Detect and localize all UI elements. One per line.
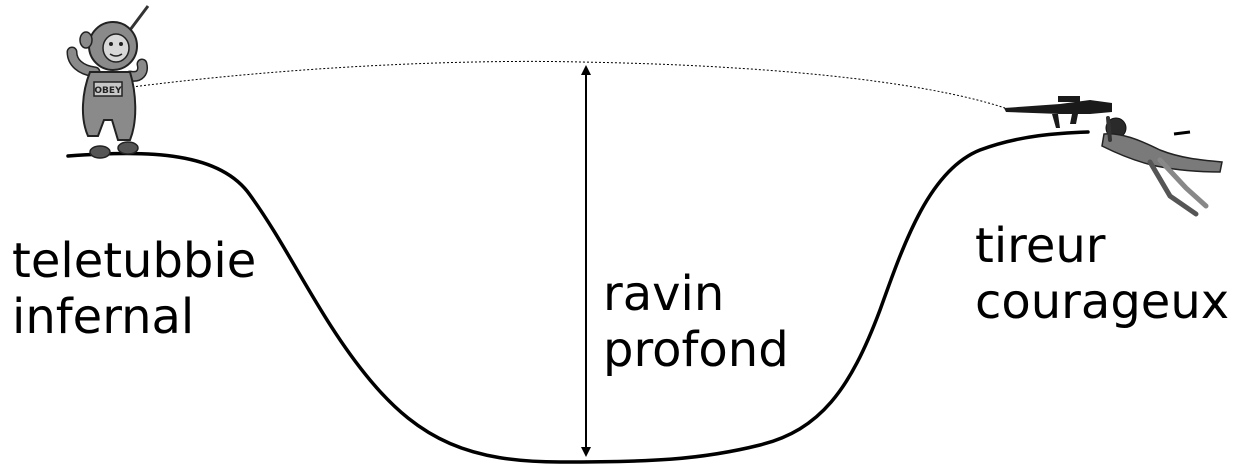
foot-left xyxy=(89,145,111,159)
sniper-dash xyxy=(1173,130,1191,136)
badge-text: OBEY xyxy=(94,86,122,96)
eye-left xyxy=(109,42,113,46)
face xyxy=(102,33,130,63)
shooter-label-line-1: tireur xyxy=(975,218,1106,274)
ravine-label: ravin profond xyxy=(603,266,789,378)
tummy-screen xyxy=(93,81,123,97)
ravine-profile xyxy=(66,130,1090,464)
ravine-label-line-2: profond xyxy=(603,322,789,378)
mouth xyxy=(109,53,123,57)
rifle-icon xyxy=(1004,96,1112,128)
sniper-figure xyxy=(1004,96,1223,217)
eye-right xyxy=(119,42,123,46)
teletubbie-label-line-2: infernal xyxy=(12,289,195,345)
sniper-body xyxy=(1101,132,1223,173)
antenna xyxy=(128,5,150,31)
sniper-leg-2 xyxy=(1157,157,1209,209)
sniper-leg-1 xyxy=(1147,159,1199,217)
teletubbie-figure: OBEY xyxy=(66,5,150,159)
teletubbie-label: teletubbie infernal xyxy=(12,233,256,345)
shooter-label: tireur courageux xyxy=(975,218,1229,330)
trajectory-line xyxy=(131,60,1006,109)
ear-left xyxy=(79,31,93,49)
foot-right xyxy=(117,141,139,155)
ravine-label-line-1: ravin xyxy=(603,266,725,322)
teletubbie-label-line-1: teletubbie xyxy=(12,233,257,289)
arm-right-fill xyxy=(126,60,147,81)
sniper-arm xyxy=(1106,116,1112,142)
shooter-label-line-2: courageux xyxy=(975,274,1230,330)
